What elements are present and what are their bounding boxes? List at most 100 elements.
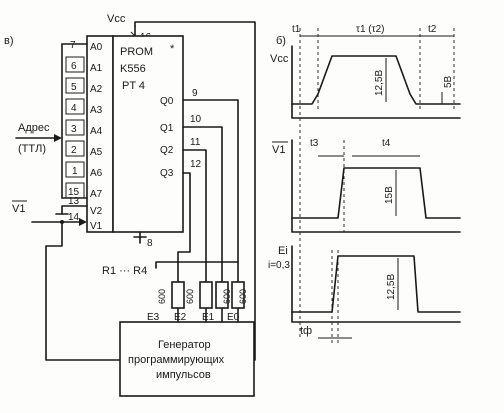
pin-box-1	[65, 161, 85, 178]
generator-input-e2: E2	[174, 312, 187, 323]
vcc-waveform-panel: Vcc 12,5В 5В	[270, 45, 461, 119]
schematic-vcc-label: Vcc	[107, 13, 126, 25]
resistor-r3-value: 600	[185, 289, 195, 304]
pin-name-a5: A5	[90, 147, 103, 158]
vcc-axes	[291, 45, 461, 119]
prom-chip	[112, 35, 184, 233]
t3-label: t3	[310, 138, 319, 149]
pin-box-3	[65, 119, 85, 136]
pin-name-a0: A0	[90, 42, 103, 53]
ei-level-label: 12,5В	[386, 274, 397, 300]
vcc-small-label: 5В	[443, 75, 454, 88]
resistor-r1-value: 600	[238, 289, 248, 304]
resistor-common-wire	[155, 261, 239, 269]
pin-name-q3: Q3	[160, 168, 174, 179]
pin-name-a1: A1	[90, 63, 103, 74]
q0-wire	[182, 99, 239, 283]
generator-input-e1: E1	[202, 312, 215, 323]
pin-box-2	[65, 140, 85, 157]
pin-number-1: 1	[72, 166, 78, 177]
t1-label: t1	[292, 24, 301, 35]
vcc-level-label: 12,5В	[374, 70, 385, 96]
pin-name-v1: V1	[90, 221, 103, 232]
pin-number-9: 9	[192, 88, 198, 99]
pin-number-3: 3	[71, 124, 77, 135]
pin-name-v2: V2	[90, 206, 103, 217]
pin-number-6: 6	[71, 61, 77, 72]
address-pin-names: A0 A1 A2 A3 A4 A5 A6 A7 V2 V1	[90, 42, 103, 232]
v1-level-label: 15В	[384, 186, 395, 204]
resistor-bank: 600 600 600 600	[157, 281, 248, 309]
pin-box-6	[65, 56, 85, 73]
timing-v1-label: V1	[272, 144, 285, 156]
timing-vcc-label: Vcc	[270, 53, 289, 65]
chip-line-3: PT 4	[122, 80, 145, 92]
ei-waveform	[291, 255, 461, 313]
resistor-r4-value: 600	[157, 289, 167, 304]
chip-line-1: PROM	[120, 46, 153, 58]
pin-number-12: 12	[190, 159, 202, 170]
pin-number-15: 15	[68, 187, 80, 198]
chip-marker: *	[170, 43, 175, 55]
pin-name-q2: Q2	[160, 145, 174, 156]
resistor-r3	[199, 281, 213, 309]
q2-wire	[182, 149, 207, 283]
pin-number-5: 5	[71, 82, 77, 93]
generator-line-2: программирующих	[128, 354, 225, 366]
gnd-pin-number: 8	[147, 238, 153, 249]
address-sublabel: (TTЛ)	[18, 143, 46, 155]
ei-waveform-panel: Ei i=0,3 12,5В tф	[268, 245, 461, 344]
tf-label: tф	[300, 325, 312, 337]
v1-waveform	[291, 167, 461, 219]
q1-wire	[182, 126, 223, 283]
pin-name-a3: A3	[90, 105, 103, 116]
pin-number-10: 10	[190, 114, 202, 125]
tau-label: τ1 (τ2)	[356, 24, 384, 35]
pin-box-4	[65, 98, 85, 115]
v1-axes	[291, 139, 461, 233]
pin-number-14: 14	[68, 212, 80, 223]
timing-ei-label: Ei	[278, 245, 288, 257]
generator-input-e0: E0	[227, 312, 240, 323]
chip-pin-column	[86, 35, 114, 233]
output-pins: Q0 Q1 Q2 Q3 9 10 11 12	[160, 88, 202, 179]
pin-number-4: 4	[71, 103, 77, 114]
pin-name-a4: A4	[90, 126, 103, 137]
t4-label: t4	[382, 138, 391, 149]
pin-name-a2: A2	[90, 84, 103, 95]
resistor-r4	[171, 281, 185, 309]
resistors-label: R1 ··· R4	[102, 265, 147, 277]
v1-junction	[60, 220, 64, 224]
v1-waveform-panel: V1 t3 t4 15В	[272, 138, 461, 233]
pin-name-a6: A6	[90, 168, 103, 179]
pulse-generator-block	[119, 321, 255, 397]
generator-line-3: импульсов	[156, 369, 211, 381]
timing-ei-sublabel: i=0,3	[268, 260, 290, 271]
generator-input-e3: E3	[147, 312, 160, 323]
resistor-r2-value: 600	[222, 289, 232, 304]
pin-name-q1: Q1	[160, 123, 174, 134]
address-arrowhead	[54, 134, 62, 142]
v1-arrowhead	[79, 218, 87, 226]
ei-axes	[291, 245, 461, 323]
generator-line-1: Генератор	[158, 339, 211, 351]
pin-name-q0: Q0	[160, 96, 174, 107]
address-label: Адрес	[18, 122, 50, 134]
v2-ground-wire	[61, 205, 88, 215]
address-pin-numbers: 7 6 5 4 3 2 1 15 13 14	[65, 40, 85, 223]
pin-name-a7: A7	[90, 189, 103, 200]
pin-number-13: 13	[68, 196, 80, 207]
pin-number-2: 2	[71, 145, 77, 156]
chip-line-2: K556	[120, 63, 146, 75]
t2-label: t2	[428, 24, 437, 35]
v1-input-label: V1	[12, 203, 25, 215]
pin-box-5	[65, 77, 85, 94]
pin-number-7: 7	[70, 40, 76, 51]
timing-panel-label: б)	[276, 35, 286, 47]
pin-number-11: 11	[190, 137, 201, 148]
schematic-panel-label: в)	[4, 35, 14, 47]
v1-generator-wire	[45, 221, 121, 361]
vcc-waveform	[291, 55, 461, 105]
